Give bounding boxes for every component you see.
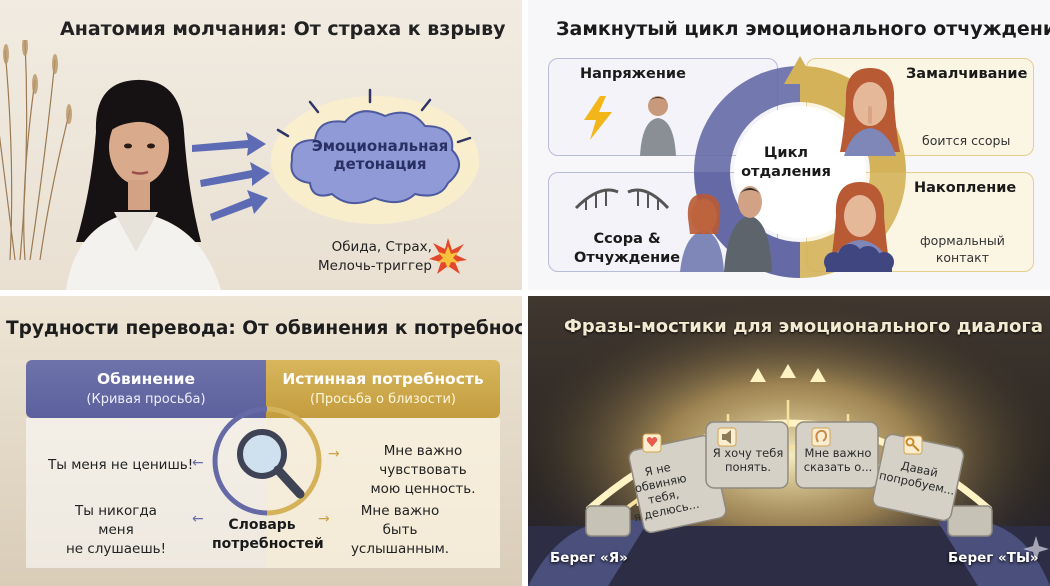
blame-phrase-1: Ты меня не ценишь!: [48, 457, 194, 473]
woman-silence-figure: [840, 68, 900, 156]
explosion-icon: [429, 238, 467, 274]
ear-icon: [815, 429, 828, 443]
arrows-to-cloud: [192, 132, 270, 221]
arrow-left-icon: ←: [192, 455, 204, 471]
need-phrase-1-line1: Мне важно чувствовать: [379, 443, 467, 478]
arrow-right-icon: →: [318, 511, 330, 527]
need-phrase-2-line2: услышанным.: [350, 541, 450, 557]
dried-grass-decoration: [0, 40, 72, 260]
panel-cycle-of-alienation: Замкнутый цикл эмоционального отчуждения…: [528, 0, 1050, 290]
panel-title: Замкнутый цикл эмоционального отчуждения: [556, 18, 1050, 40]
phrase-stone-3-line1: Мне важно: [804, 446, 872, 460]
stage-sub-silence: боится ссоры: [922, 133, 1011, 148]
cloud-label: Эмоциональная детонация: [305, 137, 455, 173]
need-header-title: Истинная потребность: [282, 370, 484, 388]
panel-anatomy-of-silence: Анатомия молчания: От страха к взрыву Эм…: [0, 0, 522, 290]
need-header-subtitle: (Просьба о близости): [310, 392, 456, 407]
bridge-scene: [528, 296, 1050, 586]
cloud-label-line1: Эмоциональная: [311, 137, 449, 155]
broken-bridge-icon: [574, 188, 670, 210]
couple-turned-away-figure: [680, 186, 772, 272]
blame-column-header: Обвинение (Кривая просьба): [26, 360, 266, 418]
trigger-list-line2: Мелочь-триггер: [318, 258, 432, 274]
stage-label-conflict-line2: Отчуждение: [574, 250, 681, 266]
trigger-list: Обида, Страх, Мелочь-триггер: [318, 238, 432, 276]
stage-label-conflict-line1: Ссора &: [593, 231, 661, 247]
lightning-icon: [584, 96, 612, 140]
blame-phrase-2: Ты никогда меня не слушаешь!: [56, 502, 176, 559]
needs-dictionary-label: Словарь потребностей: [212, 516, 324, 554]
blame-phrase-2-line1: Ты никогда меня: [75, 503, 157, 538]
stage-sub-accumulation: формальный контакт: [920, 232, 1005, 266]
need-column-header: Истинная потребность (Просьба о близости…: [266, 360, 500, 418]
need-phrase-2-line1: Мне важно быть: [360, 503, 440, 538]
shore-right-label: Берег «ТЫ»: [948, 550, 1039, 566]
woman-storm-figure: [824, 182, 894, 272]
panel-bridge-phrases: Фразы-мостики для эмоционального диалога…: [528, 296, 1050, 586]
panel-translation-difficulties: Трудности перевода: От обвинения к потре…: [0, 296, 522, 586]
need-phrase-1: Мне важно чувствовать мою ценность.: [344, 442, 502, 499]
magnifier-icon: [212, 406, 322, 516]
panel-title: Фразы-мостики для эмоционального диалога: [564, 316, 1043, 337]
stage-label-tension: Напряжение: [580, 66, 686, 82]
cycle-center-line2: отдаления: [741, 164, 831, 180]
phrase-stone-3: Мне важно сказать о...: [798, 446, 878, 474]
needs-dictionary-line1: Словарь: [228, 517, 296, 533]
arrow-right-icon: →: [328, 446, 340, 462]
panel-title: Анатомия молчания: От страха к взрыву: [60, 18, 506, 40]
trigger-list-line1: Обида, Страх,: [331, 239, 432, 255]
stage-label-conflict: Ссора & Отчуждение: [574, 230, 680, 268]
phrase-stone-2: Я хочу тебя понять.: [708, 446, 788, 474]
explosion-cloud: [271, 88, 479, 224]
stage-sub-accumulation-line1: формальный: [920, 233, 1005, 248]
phrase-stone-3-line2: сказать о...: [803, 460, 873, 474]
phrase-stone-2-line2: понять.: [724, 460, 772, 474]
blame-header-title: Обвинение: [97, 370, 195, 388]
cycle-center-line1: Цикл: [763, 145, 809, 161]
key-icon: [912, 444, 920, 452]
blame-header-subtitle: (Кривая просьба): [86, 392, 206, 407]
stage-label-accumulation: Накопление: [914, 180, 1017, 196]
stage-sub-accumulation-line2: контакт: [935, 250, 990, 265]
heart-icon: [646, 437, 658, 447]
need-phrase-1-line2: мою ценность.: [370, 481, 476, 497]
blame-phrase-2-line2: не слушаешь!: [65, 541, 167, 557]
sparkle-icon: [1023, 536, 1049, 562]
stage-label-silence: Замалчивание: [906, 66, 1028, 82]
arrow-left-icon: ←: [192, 511, 204, 527]
cloud-label-line2: детонация: [333, 155, 427, 173]
phrase-stone-2-line1: Я хочу тебя: [712, 446, 784, 460]
panel-title: Трудности перевода: От обвинения к потре…: [6, 318, 522, 339]
man-figure: [640, 96, 676, 156]
speaker-icon: [722, 430, 731, 444]
needs-dictionary-line2: потребностей: [212, 536, 324, 552]
cycle-center-label: Цикл отдаления: [736, 144, 836, 182]
woman-portrait: [66, 79, 221, 290]
shore-left-label: Берег «Я»: [550, 550, 628, 566]
need-phrase-2: Мне важно быть услышанным.: [344, 502, 456, 559]
